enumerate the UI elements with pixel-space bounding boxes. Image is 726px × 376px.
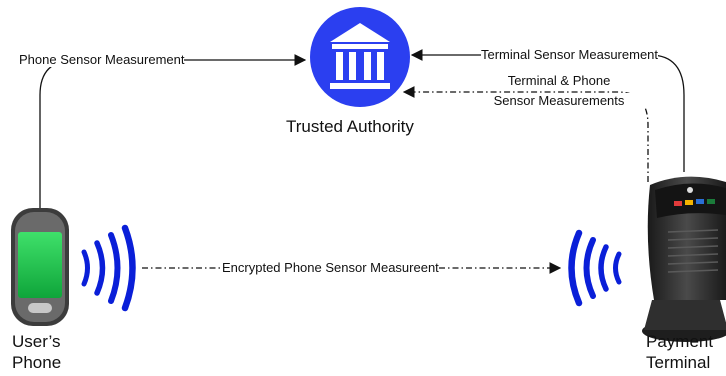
- users-phone-label-line2: Phone: [12, 353, 62, 372]
- encrypted-measurement-label: Encrypted Phone Sensor Measureent: [222, 260, 439, 275]
- users-phone-label-line1: User’s: [12, 332, 61, 351]
- bank-building-icon: [310, 7, 410, 107]
- payment-terminal-label-line2: Terminal: [646, 353, 711, 372]
- phone-to-authority-connector: [39, 54, 307, 210]
- payment-terminal-label-line1: Payment: [646, 332, 714, 351]
- terminal-nfc-wave-icon: [568, 229, 622, 307]
- mobile-phone-icon: [11, 208, 69, 326]
- phone-nfc-wave-icon: [81, 224, 136, 312]
- terminal-sensor-label: Terminal Sensor Measurement: [481, 47, 659, 62]
- payment-terminal-icon: [642, 176, 726, 342]
- combined-measurements-label-line2: Sensor Measurements: [470, 93, 648, 108]
- combined-measurements-label-line1: Terminal & Phone: [470, 73, 648, 88]
- trusted-authority-label: Trusted Authority: [286, 117, 414, 136]
- phone-sensor-label: Phone Sensor Measurement: [19, 52, 185, 67]
